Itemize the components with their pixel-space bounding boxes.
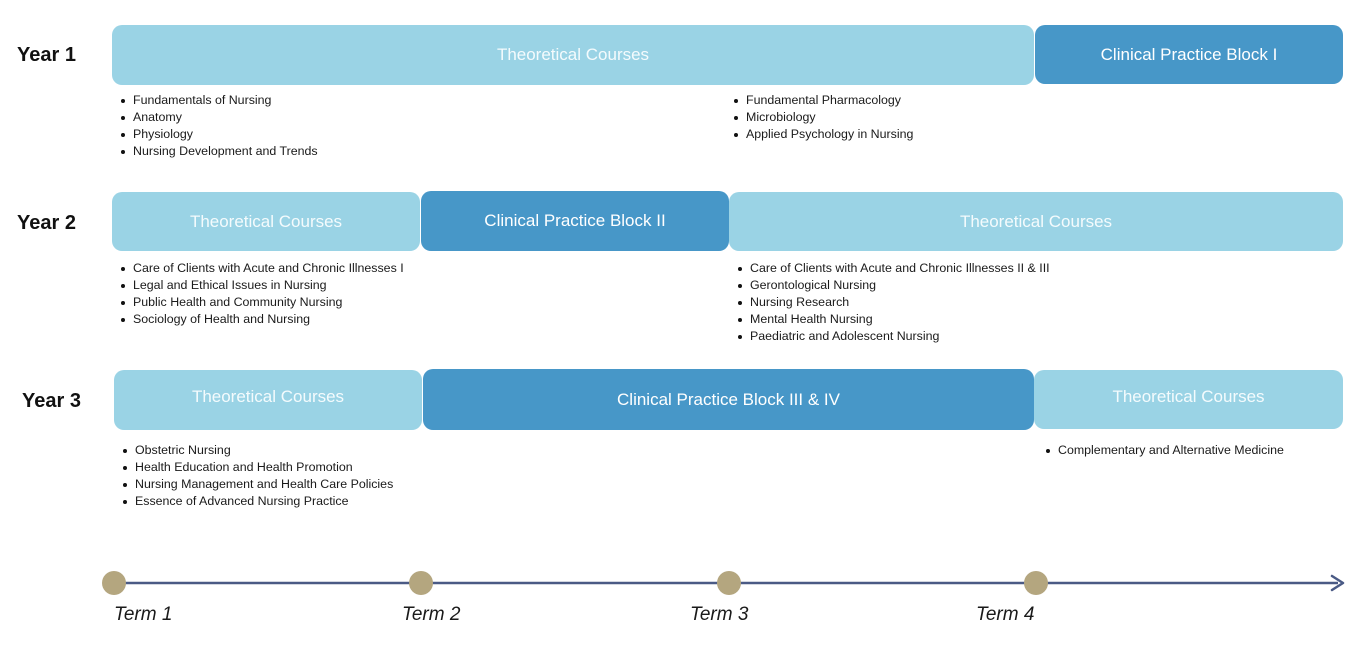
year-3-course-list-a: Obstetric Nursing Health Education and H…: [122, 442, 393, 510]
year-3-label: Year 3: [22, 390, 81, 412]
list-item: Care of Clients with Acute and Chronic I…: [737, 260, 1050, 277]
year-1-theoretical-courses: Theoretical Courses: [112, 25, 1034, 85]
term-1-label: Term 1: [114, 604, 173, 625]
list-item: Sociology of Health and Nursing: [120, 311, 404, 328]
term-1-marker: [102, 571, 126, 595]
year-3-clinical-practice-block: Clinical Practice Block III & IV: [423, 369, 1034, 430]
list-item: Nursing Management and Health Care Polic…: [122, 476, 393, 493]
year-3-course-list-b: Complementary and Alternative Medicine: [1045, 442, 1284, 459]
term-2-label: Term 2: [402, 604, 461, 625]
list-item: Care of Clients with Acute and Chronic I…: [120, 260, 404, 277]
year-2-course-list-a: Care of Clients with Acute and Chronic I…: [120, 260, 404, 328]
list-item: Fundamental Pharmacology: [733, 92, 913, 109]
term-3-label: Term 3: [690, 604, 749, 625]
year-2-theoretical-courses-b: Theoretical Courses: [729, 192, 1343, 251]
list-item: Microbiology: [733, 109, 913, 126]
list-item: Nursing Development and Trends: [120, 143, 318, 160]
list-item: Physiology: [120, 126, 318, 143]
term-4-marker: [1024, 571, 1048, 595]
list-item: Applied Psychology in Nursing: [733, 126, 913, 143]
list-item: Essence of Advanced Nursing Practice: [122, 493, 393, 510]
list-item: Fundamentals of Nursing: [120, 92, 318, 109]
term-3-marker: [717, 571, 741, 595]
term-4-label: Term 4: [976, 604, 1035, 625]
list-item: Public Health and Community Nursing: [120, 294, 404, 311]
year-2-clinical-practice-block: Clinical Practice Block II: [421, 191, 729, 251]
list-item: Complementary and Alternative Medicine: [1045, 442, 1284, 459]
year-1-course-list-b: Fundamental Pharmacology Microbiology Ap…: [733, 92, 913, 143]
list-item: Mental Health Nursing: [737, 311, 1050, 328]
year-2-label: Year 2: [17, 212, 76, 234]
year-1-course-list-a: Fundamentals of Nursing Anatomy Physiolo…: [120, 92, 318, 160]
timeline-arrowhead-icon: [1330, 574, 1345, 592]
year-3-theoretical-courses-b: Theoretical Courses: [1034, 370, 1343, 429]
list-item: Paediatric and Adolescent Nursing: [737, 328, 1050, 345]
list-item: Legal and Ethical Issues in Nursing: [120, 277, 404, 294]
term-2-marker: [409, 571, 433, 595]
year-1-label: Year 1: [17, 44, 76, 66]
list-item: Health Education and Health Promotion: [122, 459, 393, 476]
list-item: Obstetric Nursing: [122, 442, 393, 459]
year-1-clinical-practice-block: Clinical Practice Block I: [1035, 25, 1343, 84]
year-2-theoretical-courses-a: Theoretical Courses: [112, 192, 420, 251]
year-3-theoretical-courses-a: Theoretical Courses: [114, 370, 422, 430]
list-item: Nursing Research: [737, 294, 1050, 311]
list-item: Anatomy: [120, 109, 318, 126]
year-2-course-list-b: Care of Clients with Acute and Chronic I…: [737, 260, 1050, 345]
list-item: Gerontological Nursing: [737, 277, 1050, 294]
